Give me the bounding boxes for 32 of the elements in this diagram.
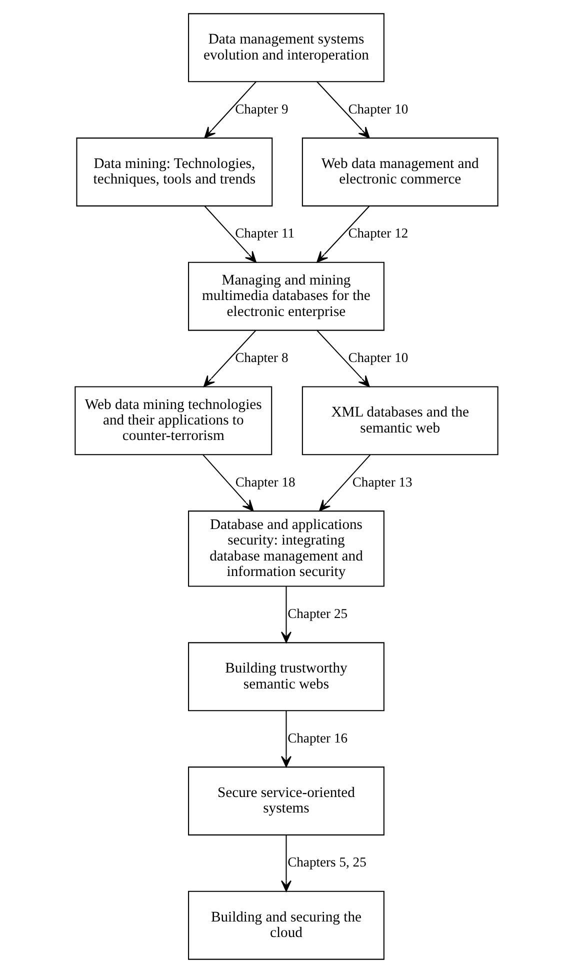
edge-label: Chapter 11 xyxy=(235,225,295,240)
node-box: Data mining: Technologies, techniques, tools and trends xyxy=(76,137,273,206)
node-box: Web data management and electronic commerce xyxy=(302,137,498,206)
arrow xyxy=(204,80,256,138)
node-box: Data management systems evolution and interoperation xyxy=(188,12,384,82)
node-box: Managing and mining multimedia databases for the electronic enterprise xyxy=(188,261,384,330)
edge-label: Chapters 5, 25 xyxy=(288,854,366,870)
arrow xyxy=(281,710,292,767)
arrow xyxy=(316,80,370,138)
edge-label: Chapter 10 xyxy=(348,350,408,365)
arrow xyxy=(202,454,254,511)
arrow xyxy=(281,834,292,892)
node-box: Database and applications security: integrating database management and information security xyxy=(188,510,384,586)
arrow xyxy=(316,330,370,387)
node-box: Secure service-oriented systems xyxy=(188,766,384,835)
edge-label: Chapter 9 xyxy=(235,100,288,116)
edge-label: Chapter 8 xyxy=(235,350,288,365)
arrow xyxy=(203,330,256,387)
node-box: XML databases and the semantic web xyxy=(302,386,498,455)
edge-label: Chapter 18 xyxy=(235,474,296,489)
arrow xyxy=(319,454,371,511)
edge-label: Chapter 10 xyxy=(348,100,408,116)
edge-label: Chapter 16 xyxy=(288,730,348,745)
arrow xyxy=(204,205,256,262)
edge-label: Chapter 13 xyxy=(352,474,412,489)
node-box: Building trustworthy semantic webs xyxy=(188,642,384,711)
arrow xyxy=(281,586,292,642)
arrow xyxy=(316,205,370,262)
node-box: Building and securing the cloud xyxy=(188,890,384,960)
node-box: Web data mining technologies and their applications to counter-terrorism xyxy=(74,386,272,455)
edge-label: Chapter 12 xyxy=(348,225,408,240)
edge-label: Chapter 25 xyxy=(288,606,348,621)
